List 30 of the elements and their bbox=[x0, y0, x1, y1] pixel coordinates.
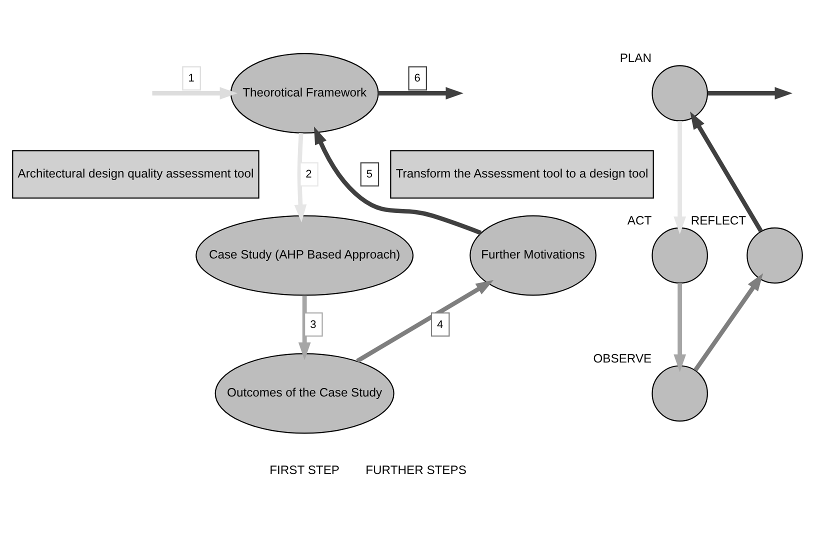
node-box: Transform the Assessment tool to a design tool bbox=[390, 150, 654, 198]
edge-label: 1 bbox=[188, 72, 194, 84]
arrow bbox=[690, 111, 763, 232]
node-label: PLAN bbox=[620, 50, 652, 65]
node-box: Architectural design quality assessment tool bbox=[12, 150, 260, 198]
arrow bbox=[298, 295, 311, 360]
node-circle bbox=[652, 364, 708, 422]
node-circle bbox=[652, 64, 708, 121]
edge-label: 2 bbox=[306, 168, 312, 180]
node-label: REFLECT bbox=[690, 212, 746, 227]
edge-label: 4 bbox=[437, 318, 444, 330]
arrow bbox=[356, 280, 494, 362]
arrow bbox=[294, 132, 307, 222]
edge-label: 6 bbox=[414, 72, 420, 84]
arrow bbox=[314, 126, 482, 234]
node-ellipse: Case Study (AHP Based Approach) bbox=[196, 214, 414, 296]
node-ellipse: Outcomes of the Case Study bbox=[214, 352, 394, 434]
edge-label: 5 bbox=[366, 168, 373, 180]
arrow bbox=[674, 120, 686, 234]
node-circle bbox=[746, 226, 803, 284]
arrow bbox=[152, 86, 238, 99]
arrow bbox=[693, 272, 764, 372]
node-circle bbox=[652, 226, 708, 284]
arrow bbox=[674, 282, 686, 372]
edge-label: 3 bbox=[310, 318, 316, 330]
node-ellipse: Theorotical Framework bbox=[230, 52, 379, 134]
label: FIRST STEP bbox=[270, 462, 340, 476]
node-label: OBSERVE bbox=[593, 350, 652, 365]
label: FURTHER STEPS bbox=[366, 462, 466, 476]
node-label: ACT bbox=[627, 212, 652, 227]
